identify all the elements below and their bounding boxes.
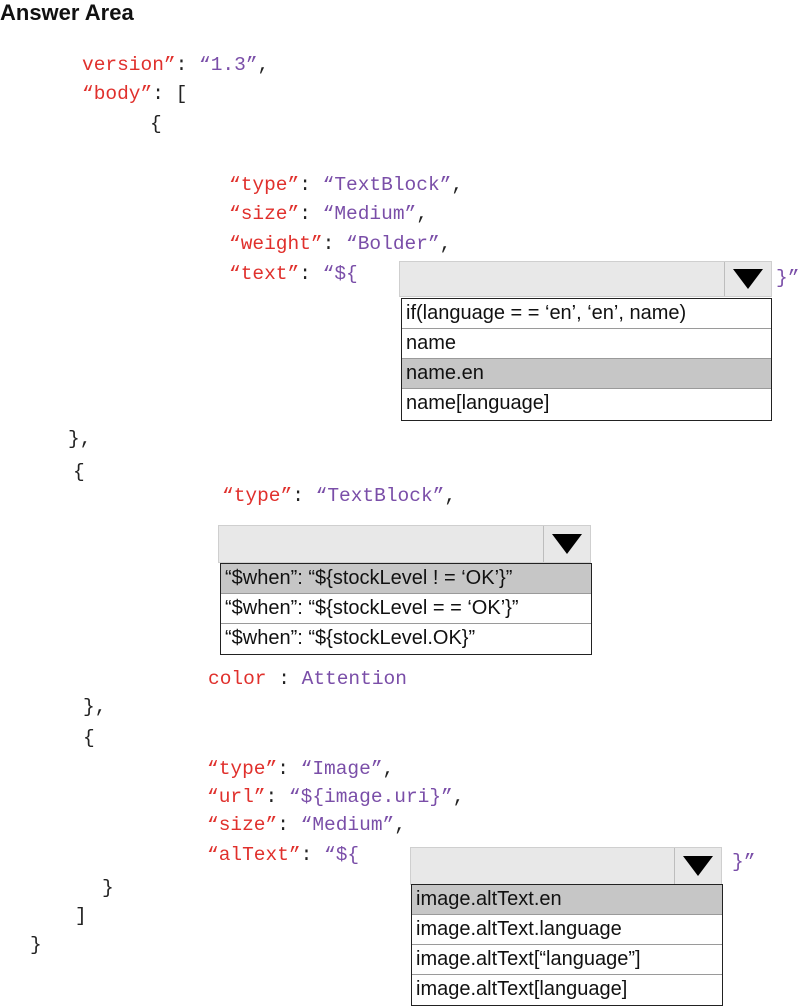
option-name-en[interactable]: name.en xyxy=(402,359,771,389)
version-key: version” xyxy=(82,54,176,76)
color-key: color xyxy=(208,668,267,690)
colon: : xyxy=(152,83,176,105)
triangle-down-icon xyxy=(733,269,763,289)
answer-area-title: Answer Area xyxy=(0,0,134,25)
dropdown-toggle[interactable] xyxy=(724,262,771,296)
triangle-down-icon xyxy=(683,856,713,876)
text-suffix: }” xyxy=(776,267,800,289)
colon: : xyxy=(277,814,301,836)
dropdown-when-condition[interactable] xyxy=(218,525,591,563)
close-brace-1: }, xyxy=(68,428,92,450)
size-key: “size” xyxy=(229,203,300,225)
type-key: “type” xyxy=(229,174,300,196)
code-line-size-3: “size”: “Medium”, xyxy=(207,813,406,837)
code-line-type-2: “type”: “TextBlock”, xyxy=(222,484,456,508)
colon: : xyxy=(299,263,323,285)
close-bracket: ] xyxy=(75,905,87,927)
comma: , xyxy=(257,54,270,76)
option-name-language[interactable]: name[language] xyxy=(406,392,550,414)
text-key: “text” xyxy=(229,263,300,285)
version-value: “1.3” xyxy=(199,54,258,76)
dropdown-toggle[interactable] xyxy=(674,848,721,884)
colon: : xyxy=(175,54,200,76)
option-alttext-en[interactable]: image.altText.en xyxy=(412,885,722,915)
colon: : xyxy=(292,485,316,507)
option-alttext-quoted-language[interactable]: image.altText[“language”] xyxy=(412,945,722,975)
code-line-size-1: “size”: “Medium”, xyxy=(229,202,428,226)
body-key: “body” xyxy=(82,83,153,105)
code-line-color: color : Attention xyxy=(208,667,407,691)
weight-key: “weight” xyxy=(229,233,323,255)
size-key: “size” xyxy=(207,814,278,836)
open-brace-2: { xyxy=(73,461,85,483)
weight-value: “Bolder” xyxy=(346,233,440,255)
alttext-key: “alText” xyxy=(207,844,301,866)
comma: , xyxy=(382,758,395,780)
type-key: “type” xyxy=(207,758,278,780)
text-prefix: “${ xyxy=(322,263,358,285)
close-brace-2: }, xyxy=(83,696,107,718)
comma: , xyxy=(444,485,457,507)
option-when-equals-ok[interactable]: “$when”: “${stockLevel = = ‘OK’}” xyxy=(221,594,591,624)
alttext-prefix: “${ xyxy=(324,844,360,866)
code-line-type-3: “type”: “Image”, xyxy=(207,757,394,781)
option-alttext-dot-language[interactable]: image.altText.language xyxy=(412,915,722,945)
colon: : xyxy=(299,174,323,196)
comma: , xyxy=(452,786,465,808)
close-brace-root: } xyxy=(30,934,42,956)
size-value: “Medium” xyxy=(322,203,417,225)
colon: : xyxy=(265,786,289,808)
option-name[interactable]: name xyxy=(402,329,771,359)
colon: : xyxy=(299,203,323,225)
option-alttext-bracket-language[interactable]: image.altText[language] xyxy=(416,978,628,1000)
type-value: “TextBlock” xyxy=(322,174,452,196)
code-line-weight: “weight”: “Bolder”, xyxy=(229,232,451,256)
color-value: Attention xyxy=(301,668,407,690)
open-brace-1: { xyxy=(150,113,162,135)
option-when-dot-ok[interactable]: “$when”: “${stockLevel.OK}” xyxy=(225,627,476,649)
url-key: “url” xyxy=(207,786,266,808)
comma: , xyxy=(394,814,406,836)
option-when-not-ok[interactable]: “$when”: “${stockLevel ! = ‘OK’}” xyxy=(221,564,591,594)
dropdown-options-1: if(language = = ‘en’, ‘en’, name) name n… xyxy=(401,298,772,421)
dropdown-options-3: image.altText.en image.altText.language … xyxy=(411,884,723,1006)
dropdown-toggle[interactable] xyxy=(543,526,590,562)
open-brace-3: { xyxy=(83,727,95,749)
comma: , xyxy=(416,203,428,225)
dropdown-alttext-expression[interactable] xyxy=(410,847,722,885)
type-key: “type” xyxy=(222,485,293,507)
dropdown-text-expression[interactable] xyxy=(399,261,772,297)
alttext-suffix: }” xyxy=(732,851,756,873)
url-value: “${image.uri}” xyxy=(288,786,453,808)
option-if-language[interactable]: if(language = = ‘en’, ‘en’, name) xyxy=(402,299,771,329)
code-line-alttext: “alText”: “${ xyxy=(207,843,359,867)
comma: , xyxy=(451,174,464,196)
dropdown-options-2: “$when”: “${stockLevel ! = ‘OK’}” “$when… xyxy=(220,563,592,655)
size-value: “Medium” xyxy=(300,814,395,836)
colon: : xyxy=(266,668,302,690)
colon: : xyxy=(277,758,301,780)
triangle-down-icon xyxy=(552,534,582,554)
code-line-url: “url”: “${image.uri}”, xyxy=(207,785,464,809)
colon: : xyxy=(300,844,325,866)
code-line-text: “text”: “${ xyxy=(229,262,358,286)
colon: : xyxy=(322,233,347,255)
code-line-version: version”: “1.3”, xyxy=(82,53,269,77)
code-line-type-1: “type”: “TextBlock”, xyxy=(229,173,463,197)
close-brace-3: } xyxy=(102,877,114,899)
open-bracket: [ xyxy=(175,83,188,105)
code-line-body: “body”: [ xyxy=(82,82,187,106)
type-value: “TextBlock” xyxy=(315,485,445,507)
comma: , xyxy=(439,233,452,255)
type-value: “Image” xyxy=(300,758,383,780)
